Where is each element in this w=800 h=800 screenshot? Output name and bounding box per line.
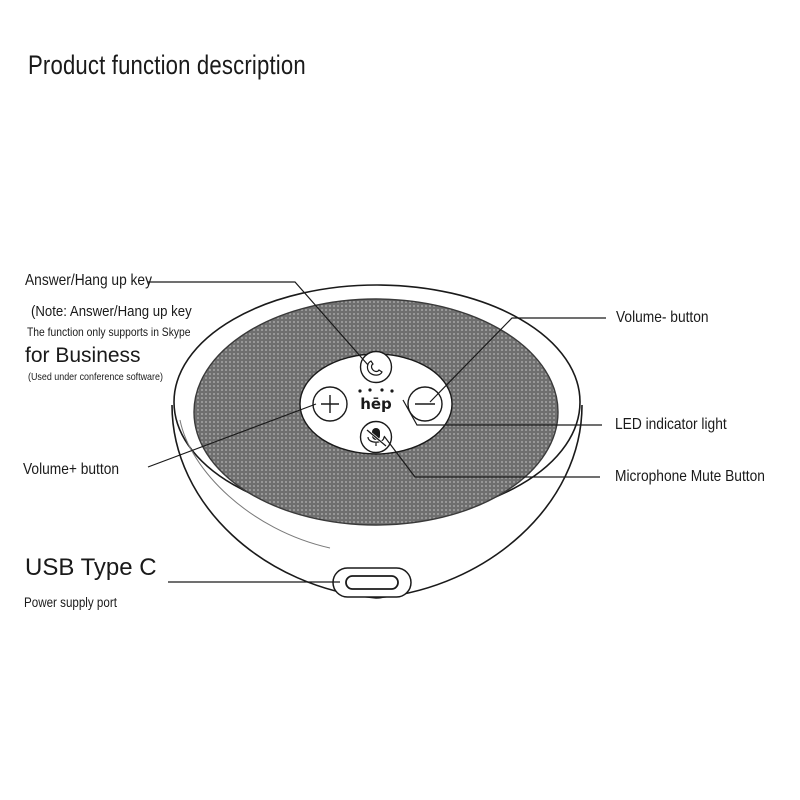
note-line-3: for Business xyxy=(25,344,141,367)
logo-text: hēp xyxy=(360,395,392,413)
page-title: Product function description xyxy=(28,50,306,80)
mic-mute-icon xyxy=(366,428,387,447)
label-power-supply-port: Power supply port xyxy=(24,595,117,610)
label-usb-type-c: USB Type C xyxy=(25,554,157,581)
answer-hangup-button[interactable] xyxy=(359,350,393,384)
note-line-1: (Note: Answer/Hang up key xyxy=(31,303,192,320)
note-line-2: The function only supports in Skype xyxy=(27,325,191,339)
phone-icon xyxy=(366,360,383,376)
label-answer-key: Answer/Hang up key xyxy=(25,272,152,289)
volume-minus-button[interactable] xyxy=(407,386,443,422)
speaker-edge-shade xyxy=(179,419,331,549)
plus-icon xyxy=(321,395,339,413)
label-volume-minus: Volume- button xyxy=(616,309,709,326)
leader-led xyxy=(402,399,602,426)
leader-lines xyxy=(147,281,606,583)
label-led-indicator: LED indicator light xyxy=(615,416,727,433)
leader-volume-plus xyxy=(147,403,317,468)
label-mic-mute: Microphone Mute Button xyxy=(615,468,765,485)
usb-c-port-icon xyxy=(345,575,399,590)
mic-mute-button[interactable] xyxy=(359,420,393,454)
note-line-4: (Used under conference software) xyxy=(28,371,163,383)
leader-answer xyxy=(148,281,369,366)
leader-mute xyxy=(383,435,600,478)
usb-c-port[interactable] xyxy=(332,567,412,598)
brand-logo: hēp xyxy=(360,395,392,413)
label-volume-plus: Volume+ button xyxy=(23,461,120,478)
volume-plus-button[interactable] xyxy=(312,386,348,422)
leader-volume-minus xyxy=(429,317,606,403)
led-indicator-lights xyxy=(358,388,394,393)
